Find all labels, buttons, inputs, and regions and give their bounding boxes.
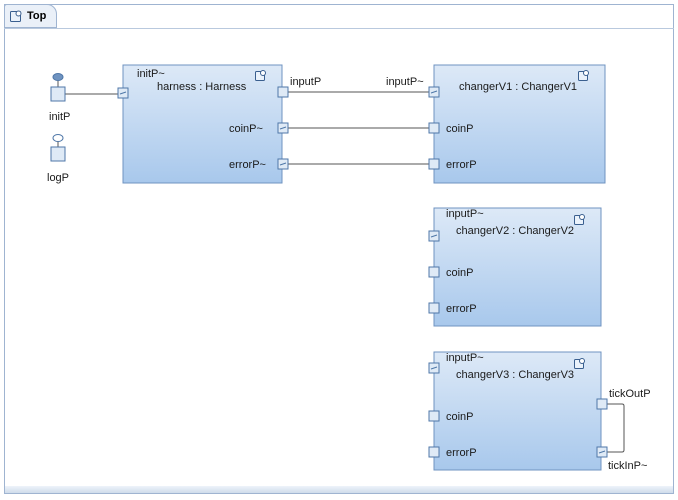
port-changerV3-coinP[interactable] — [428, 410, 440, 422]
port-harness-coinP[interactable] — [277, 122, 289, 134]
capsule-title-changerV2: changerV2 : ChangerV2 — [456, 225, 575, 237]
port-label-changerV2-errorP: errorP — [446, 303, 477, 315]
tab-top[interactable]: Top — [4, 4, 58, 28]
port-changerV2-inputP[interactable] — [428, 230, 440, 242]
external-port-logP[interactable] — [50, 134, 66, 162]
external-port-label-logP: logP — [47, 172, 70, 184]
tab-title: Top — [27, 10, 47, 22]
port-changerV3-tickInP[interactable] — [596, 446, 608, 458]
capsule-icon — [574, 214, 585, 225]
port-changerV1-inputP[interactable] — [428, 86, 440, 98]
port-label-changerV2-coinP: coinP — [446, 267, 474, 279]
port-harness-inputP[interactable] — [277, 86, 289, 98]
port-changerV2-coinP[interactable] — [428, 266, 440, 278]
tab-divider — [4, 28, 674, 29]
port-label-harness-inputP: inputP — [290, 76, 322, 88]
port-changerV1-errorP[interactable] — [428, 158, 440, 170]
capsule-title-harness: harness : Harness — [157, 81, 247, 93]
external-port-initP[interactable] — [50, 73, 66, 102]
external-port-label-initP: initP — [49, 111, 71, 123]
port-changerV1-coinP[interactable] — [428, 122, 440, 134]
capsule-icon — [255, 70, 266, 81]
port-changerV3-errorP[interactable] — [428, 446, 440, 458]
port-label-harness-initP: initP~ — [137, 68, 165, 80]
port-label-changerV2-inputP: inputP~ — [446, 208, 484, 220]
port-label-changerV1-inputP: inputP~ — [386, 76, 424, 88]
port-label-changerV3-tickInP: tickInP~ — [608, 460, 648, 472]
canvas-bottom-bar — [5, 486, 673, 493]
capsule-title-changerV3: changerV3 : ChangerV3 — [456, 369, 575, 381]
capsule-icon — [574, 358, 585, 369]
port-harness-errorP[interactable] — [277, 158, 289, 170]
port-label-changerV3-tickOutP: tickOutP — [609, 388, 651, 400]
port-label-changerV3-coinP: coinP — [446, 411, 474, 423]
port-label-changerV1-errorP: errorP — [446, 159, 477, 171]
port-label-changerV3-inputP: inputP~ — [446, 352, 484, 364]
port-label-harness-errorP: errorP~ — [229, 159, 266, 171]
port-changerV2-errorP[interactable] — [428, 302, 440, 314]
port-label-changerV3-errorP: errorP — [446, 447, 477, 459]
port-harness-initP[interactable] — [117, 87, 129, 99]
capsule-harness[interactable] — [122, 64, 283, 184]
capsule-icon — [10, 10, 22, 22]
capsule-changerV2[interactable] — [433, 207, 602, 327]
port-changerV3-inputP[interactable] — [428, 362, 440, 374]
capsule-title-changerV1: changerV1 : ChangerV1 — [459, 81, 578, 93]
capsule-icon — [578, 70, 589, 81]
capsule-changerV3[interactable] — [433, 351, 602, 471]
port-label-harness-coinP: coinP~ — [229, 123, 263, 135]
port-changerV3-tickOutP[interactable] — [596, 398, 608, 410]
connector-tick[interactable] — [606, 403, 625, 453]
port-label-changerV1-coinP: coinP — [446, 123, 474, 135]
